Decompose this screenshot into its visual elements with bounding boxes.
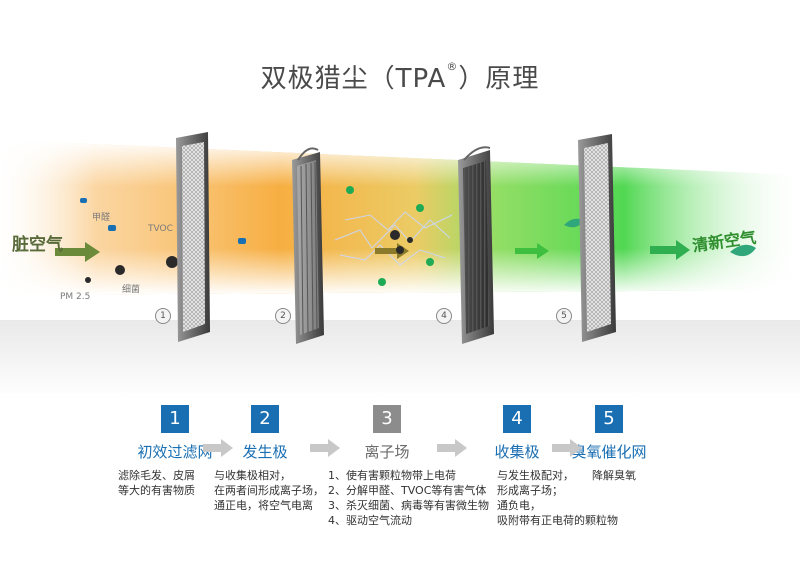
desc-line: 形成离子场； [497,484,563,497]
step-number: 4 [503,405,531,433]
pm25-label: PM 2.5 [60,292,91,302]
title-tail: ）原理 [458,64,540,94]
desc-line: 吸附带有正电荷的颗粒物 [497,514,618,527]
desc-line: 与收集极相对， [214,469,291,482]
panel-number-5: 5 [556,308,572,324]
formaldehyde-label: 甲醛 [92,213,111,223]
desc-line: 滤除毛发、皮屑 [118,469,195,482]
step-number: 2 [251,405,279,433]
tvoc-label: TVOC [148,224,173,234]
step-number: 1 [161,405,189,433]
step-5: 5 臭氧催化网 [534,405,684,462]
step-4-description: 与发生极配对， 形成离子场； 通负电， 吸附带有正电荷的颗粒物 [497,468,618,528]
step-name: 发生极 [242,443,288,461]
desc-line: 通正电，将空气电离 [214,499,313,512]
panel-number-1: 1 [155,308,171,324]
panel-collector [458,146,494,344]
floor-reflection [0,320,800,400]
filter-panels [176,132,616,344]
step-3: 3 离子场 [312,405,462,462]
arrow-right-icon [552,439,582,457]
bacteria-label: 细菌 [122,285,141,295]
step-name: 初效过滤网 [137,443,213,461]
panel-primary-filter [176,132,210,342]
desc-line: 与发生极配对， [497,469,574,482]
step-number: 5 [595,405,623,433]
step-5-description: 降解臭氧 [592,468,636,483]
step-1: 1 初效过滤网 [100,405,250,462]
step-name: 臭氧催化网 [571,443,647,461]
desc-line: 降解臭氧 [592,469,636,482]
step-4: 4 收集极 [442,405,592,462]
desc-line: 3、杀灭细菌、病毒等有害微生物 [328,499,489,512]
step-number: 3 [373,405,401,433]
desc-line: 在两者间形成离子场， [214,484,324,497]
panel-emitter [292,147,324,344]
dirty-air-label: 脏空气 [12,235,63,255]
step-2: 2 发生极 [190,405,340,462]
page-title: 双极猎尘（TPA®）原理 [0,58,800,95]
arrow-right-icon [203,439,233,457]
title-registered-mark: ® [446,60,459,73]
title-main: 双极猎尘（TPA [260,64,447,94]
panel-number-4: 4 [436,308,452,324]
desc-line: 通负电， [497,499,541,512]
step-name: 离子场 [364,443,410,461]
arrow-right-icon [437,439,467,457]
desc-line: 1、使有害颗粒物带上电荷 [328,469,456,482]
arrow-right-icon [310,439,340,457]
desc-line: 4、驱动空气流动 [328,514,412,527]
arrow-dirty [55,242,100,262]
panel-number-2: 2 [275,308,291,324]
desc-line: 等大的有害物质 [118,484,195,497]
step-1-description: 滤除毛发、皮屑 等大的有害物质 [118,468,195,498]
desc-line: 2、分解甲醛、TVOC等有害气体 [328,484,487,497]
step-name: 收集极 [494,443,540,461]
step-3-description: 1、使有害颗粒物带上电荷 2、分解甲醛、TVOC等有害气体 3、杀灭细菌、病毒等… [328,468,489,528]
step-2-description: 与收集极相对， 在两者间形成离子场， 通正电，将空气电离 [214,468,324,513]
panel-ozone-catalyst [578,134,616,342]
